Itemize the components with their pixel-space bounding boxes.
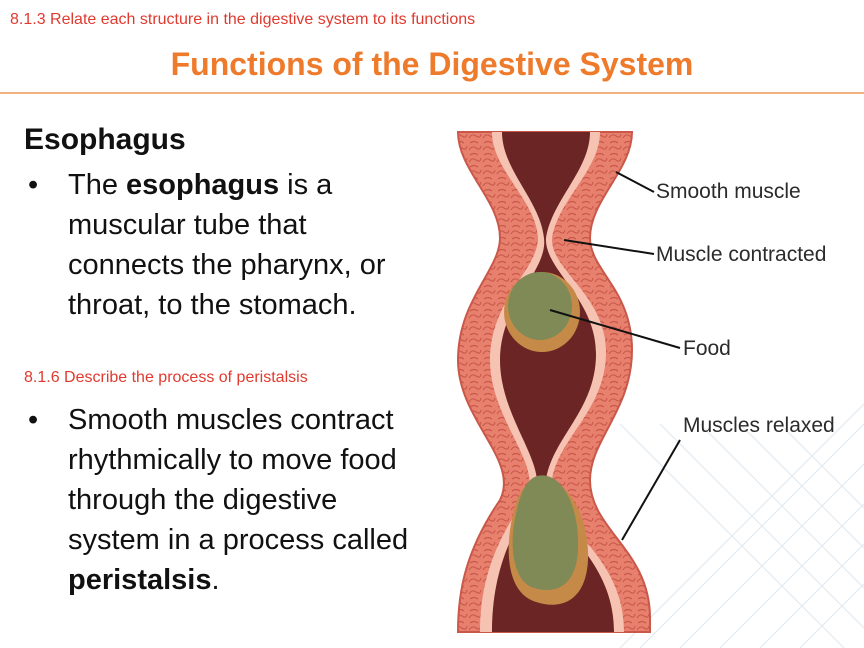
background-grid (619, 403, 864, 648)
section-heading: Esophagus (24, 123, 186, 156)
label-food: Food (683, 337, 731, 360)
label-muscle-contracted: Muscle contracted (656, 243, 827, 266)
label-muscles-relaxed: Muscles relaxed (683, 414, 835, 437)
standard-relate: 8.1.3 Relate each structure in the diges… (10, 11, 476, 28)
bullet-text-bold: esophagus (126, 169, 280, 201)
bullet-text-post: . (211, 564, 220, 596)
bullet-text-pre: The (68, 169, 127, 201)
bullet-peristalsis: Smooth muscles contract rhythmically to … (28, 400, 428, 600)
slide-title: Functions of the Digestive System (170, 46, 694, 82)
standard-peristalsis: 8.1.6 Describe the process of peristalsi… (24, 369, 308, 386)
callout-lines (549, 171, 681, 541)
esophagus-figure: Smooth muscle Muscle contracted Food Mus… (440, 120, 864, 648)
esophagus-peristalsis-illustration (456, 131, 864, 648)
bullet-esophagus: The esophagus is a muscular tube that co… (28, 165, 428, 325)
bullet-text-post: is a muscular tube that connects the pha… (68, 169, 386, 321)
lumen (492, 132, 614, 632)
bullet-text-bold: peristalsis (68, 564, 212, 596)
food-bolus-upper-core (508, 272, 572, 340)
label-smooth-muscle: Smooth muscle (656, 180, 801, 203)
food-bolus-lower-core (512, 475, 579, 591)
bullet-text-pre: Smooth muscles contract rhythmically to … (68, 404, 409, 556)
title-divider (0, 92, 864, 94)
